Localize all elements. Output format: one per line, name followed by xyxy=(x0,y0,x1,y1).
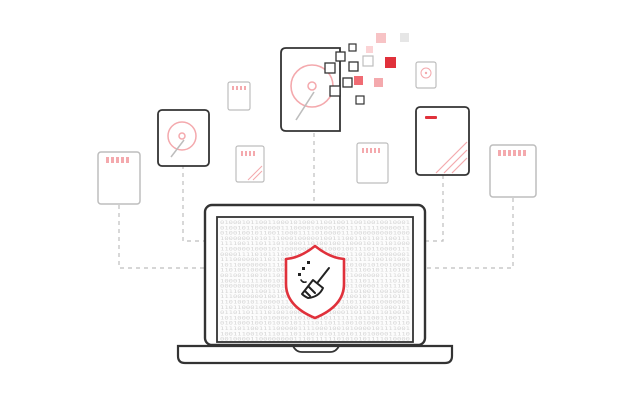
hard-drive-icon xyxy=(415,61,437,89)
laptop-icon xyxy=(176,203,454,365)
sd-card-icon xyxy=(97,151,141,205)
disintegrating-pixels xyxy=(324,33,409,105)
memory-chip-icon xyxy=(227,81,251,111)
tablet-icon xyxy=(415,106,470,176)
binary-row: 0100101100000011100001000010011111111000… xyxy=(220,225,410,231)
binary-row: 1111011001111000001111000100101000010111… xyxy=(220,326,410,332)
connector-line-left-drive xyxy=(182,165,205,242)
memory-chip-icon xyxy=(235,145,265,183)
binary-row: 1001110010111011101100101011010110100001… xyxy=(220,331,410,337)
binary-row: 0100010110011000101000110010011001001001… xyxy=(220,220,410,226)
hard-drive-icon xyxy=(157,109,210,167)
binary-row: 1000000101011100010000010011100110110110… xyxy=(220,236,410,242)
memory-chip-icon xyxy=(356,142,389,184)
connector-line-right-card xyxy=(425,198,514,269)
binary-row: 0100100101100110001111010000111000000000… xyxy=(220,231,410,237)
binary-row: 1111001110111011000110100100110001010110… xyxy=(220,241,410,247)
connector-line-right-tablet xyxy=(425,175,444,242)
connector-line-left-card xyxy=(118,205,205,269)
broom-icon xyxy=(298,261,330,299)
sd-card-icon xyxy=(489,144,537,198)
binary-row: 0101000100101010101111011011100101000111… xyxy=(220,321,410,327)
connector-lines xyxy=(118,133,514,269)
binary-row: 0010000110000000011101111110101010111101… xyxy=(220,337,410,343)
